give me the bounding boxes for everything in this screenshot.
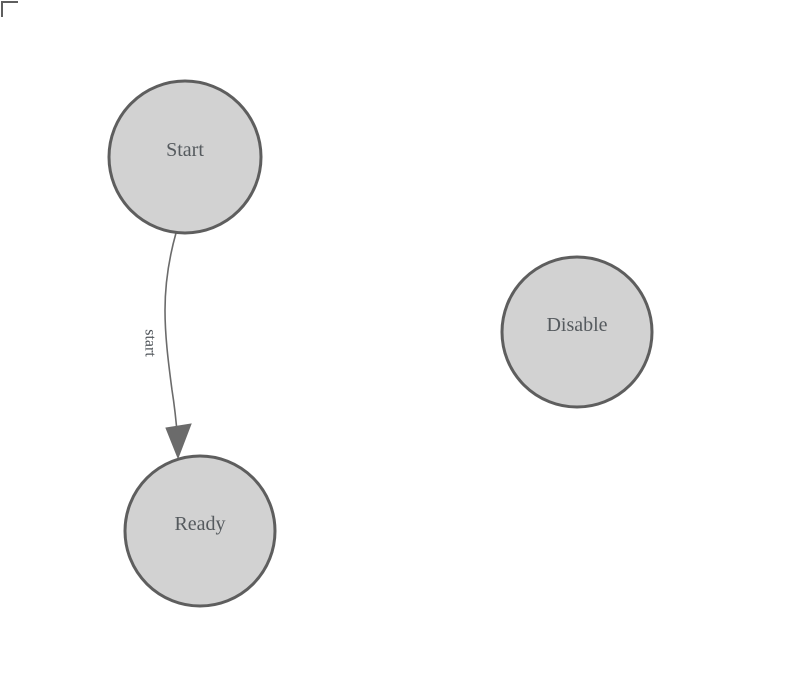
node-start[interactable]: Start (107, 79, 263, 235)
node-ready-label: Ready (174, 513, 225, 535)
node-start-label: Start (166, 139, 204, 161)
edge-start-to-ready[interactable]: start (142, 232, 192, 460)
node-disable-shape[interactable] (500, 255, 654, 409)
edge-start-to-ready-arrowhead-icon (165, 423, 192, 460)
node-ready[interactable]: Ready (123, 454, 277, 608)
node-disable-label: Disable (546, 314, 607, 336)
top-left-corner-bracket-icon (1, 1, 18, 17)
node-disable[interactable]: Disable (500, 255, 654, 409)
node-start-shape[interactable] (107, 79, 263, 235)
edge-start-to-ready-label-group: start (142, 329, 159, 357)
edge-start-to-ready-line (164, 232, 179, 445)
edge-start-to-ready-label: start (142, 329, 159, 357)
node-ready-shape[interactable] (123, 454, 277, 608)
